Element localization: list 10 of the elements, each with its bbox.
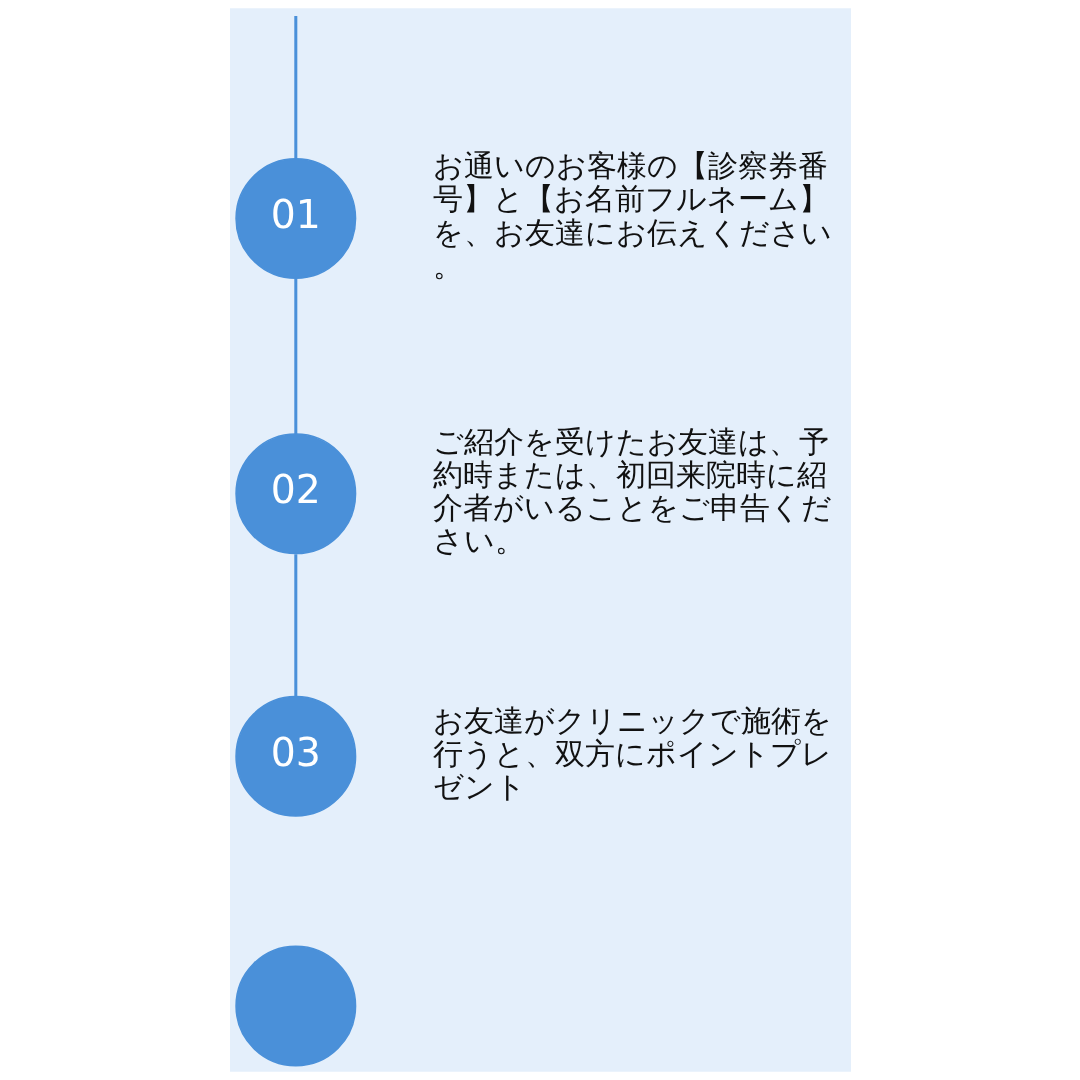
node-label: お友達がクリニックで施術を行うと、双方にポイントプレゼント [432, 702, 832, 805]
node-label: お通いのお客様の【診察券番号】と【お名前フルネーム】を、お友達にお伝えください。 [432, 148, 832, 284]
connector [293, 278, 297, 435]
connector [293, 15, 297, 159]
node-circle [234, 945, 356, 1067]
node-label: ご紹介を受けたお友達は、予約時または、初回来院時に紹介者がいることをご申告ください。 [432, 423, 832, 559]
node-circle: 01 [234, 158, 356, 280]
node-circle: 02 [234, 433, 356, 555]
node-circle: 03 [234, 695, 356, 817]
connector [293, 554, 297, 697]
